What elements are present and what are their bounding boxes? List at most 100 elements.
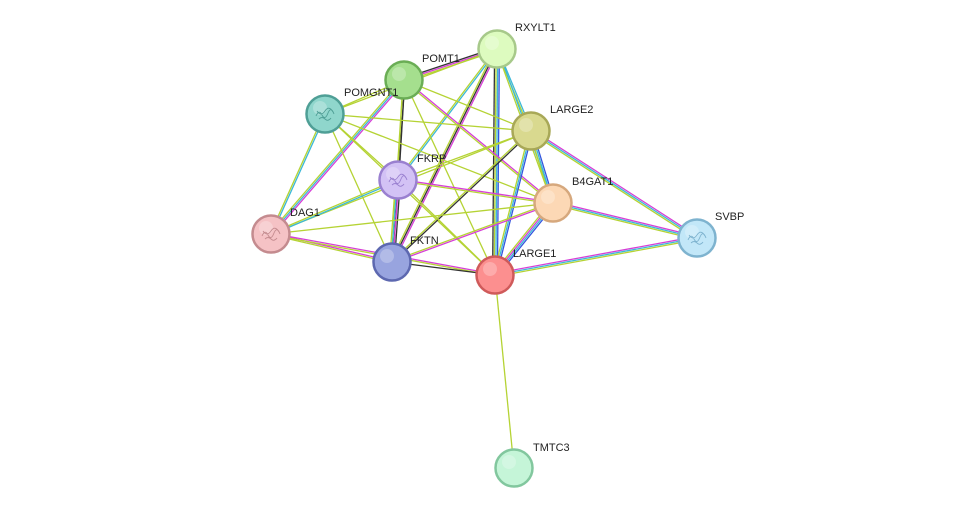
node-highlight xyxy=(541,190,555,204)
edge-line-yellowgreen xyxy=(494,274,515,469)
node-label: B4GAT1 xyxy=(572,176,613,188)
node-label: LARGE2 xyxy=(550,104,593,116)
edge-line-yellowgreen xyxy=(492,130,531,275)
edge-line-yellowgreen xyxy=(403,79,532,132)
node-label: FKTN xyxy=(410,235,439,247)
node-pomt1[interactable]: POMT1 xyxy=(384,53,460,100)
node-label: RXYLT1 xyxy=(515,22,556,34)
node-highlight xyxy=(485,36,499,50)
edge-pomt1-dag1[interactable] xyxy=(269,78,406,236)
node-circle[interactable] xyxy=(378,160,418,200)
edge-line-yellowgreen xyxy=(269,78,404,234)
node-circle[interactable] xyxy=(511,111,551,151)
edge-line-magenta xyxy=(398,178,554,203)
edge-line-yellowgreen xyxy=(391,129,531,262)
edge-line-magenta xyxy=(404,78,554,203)
edge-line-yellowgreen xyxy=(324,113,393,263)
edge-line-magenta xyxy=(494,235,697,275)
edge-large1-tmtc3[interactable] xyxy=(494,274,515,469)
edge-line-yellowgreen xyxy=(270,202,554,235)
node-label: TMTC3 xyxy=(533,442,570,454)
edge-line-magenta xyxy=(271,80,406,236)
edge-rxylt1-fktn[interactable] xyxy=(389,48,500,263)
node-circle[interactable] xyxy=(251,214,291,254)
edge-line-magenta xyxy=(553,200,698,238)
node-circle[interactable] xyxy=(305,94,345,134)
protein-structure-icon xyxy=(687,231,707,245)
edge-line-blue xyxy=(495,131,534,276)
edge-pomt1-large1[interactable] xyxy=(403,79,496,276)
node-label: DAG1 xyxy=(290,207,320,219)
edge-line-yellowgreen xyxy=(403,80,553,205)
edge-fkrp-large1[interactable] xyxy=(397,179,496,276)
node-label: POMGNT1 xyxy=(344,87,398,99)
protein-structure-icon xyxy=(261,227,281,241)
edge-line-yellowgreen xyxy=(529,131,697,240)
node-highlight xyxy=(313,101,327,115)
node-circle[interactable] xyxy=(494,448,534,488)
node-b4gat1[interactable]: B4GAT1 xyxy=(533,176,614,223)
edge-line-yellowgreen xyxy=(391,201,553,262)
node-dag1[interactable]: DAG1 xyxy=(251,207,320,254)
node-circle[interactable] xyxy=(477,29,517,69)
edge-pomgnt1-large2[interactable] xyxy=(324,113,532,132)
edge-line-black xyxy=(391,48,498,263)
edge-pomgnt1-fktn[interactable] xyxy=(324,113,393,263)
edge-b4gat1-fktn[interactable] xyxy=(391,201,554,264)
node-label: SVBP xyxy=(715,211,744,223)
node-rxylt1[interactable]: RXYLT1 xyxy=(477,22,556,69)
node-highlight xyxy=(380,249,394,263)
edge-pomt1-b4gat1[interactable] xyxy=(403,78,554,205)
edge-line-magenta xyxy=(392,49,500,263)
edge-line-yellowgreen xyxy=(493,48,497,275)
node-highlight xyxy=(392,67,406,81)
edge-line-cyan xyxy=(494,237,698,276)
edge-line-magenta xyxy=(392,203,554,264)
node-large2[interactable]: LARGE2 xyxy=(511,104,594,151)
edge-line-yellowgreen xyxy=(397,179,496,276)
node-highlight xyxy=(386,167,400,181)
protein-structure-icon xyxy=(388,173,408,187)
node-large1[interactable]: LARGE1 xyxy=(475,248,557,295)
node-svbp[interactable]: SVBP xyxy=(677,211,745,258)
edge-large2-fktn[interactable] xyxy=(391,129,532,264)
node-fktn[interactable]: FKTN xyxy=(372,235,439,282)
node-label: LARGE1 xyxy=(513,248,556,260)
edge-line-magenta xyxy=(531,129,699,238)
edge-pomgnt1-dag1[interactable] xyxy=(269,113,327,235)
edge-line-yellowgreen xyxy=(389,48,497,262)
edge-line-black xyxy=(491,48,496,275)
protein-structure-icon xyxy=(315,107,335,121)
edge-line-yellowgreen xyxy=(495,238,698,278)
node-circle[interactable] xyxy=(475,255,515,295)
edge-line-cyan xyxy=(271,180,399,236)
node-highlight xyxy=(519,118,533,132)
node-circle[interactable] xyxy=(384,60,424,100)
edge-line-yellowgreen xyxy=(552,203,697,241)
node-circle[interactable] xyxy=(533,183,573,223)
edge-pomt1-large2[interactable] xyxy=(403,79,532,132)
edge-line-yellowgreen xyxy=(324,113,532,132)
edge-line-cyan xyxy=(271,114,327,235)
node-fkrp[interactable]: FKRP xyxy=(378,153,447,200)
edge-large2-svbp[interactable] xyxy=(529,129,699,240)
edge-large1-svbp[interactable] xyxy=(494,235,698,278)
node-label: POMT1 xyxy=(422,53,460,65)
edge-fkrp-b4gat1[interactable] xyxy=(397,178,554,205)
node-highlight xyxy=(483,262,497,276)
node-tmtc3[interactable]: TMTC3 xyxy=(494,442,570,488)
node-highlight xyxy=(259,221,273,235)
edge-b4gat1-svbp[interactable] xyxy=(552,200,698,241)
edge-line-black xyxy=(392,131,532,264)
node-label: FKRP xyxy=(417,153,446,165)
node-circle[interactable] xyxy=(677,218,717,258)
edge-line-cyan xyxy=(494,130,532,276)
edge-fkrp-dag1[interactable] xyxy=(270,178,399,236)
node-pomgnt1[interactable]: POMGNT1 xyxy=(305,87,399,134)
edge-large2-large1[interactable] xyxy=(492,130,534,276)
edge-line-yellowgreen xyxy=(270,234,392,264)
edge-b4gat1-dag1[interactable] xyxy=(270,202,554,235)
edge-line-cyan xyxy=(530,130,698,239)
node-circle[interactable] xyxy=(372,242,412,282)
